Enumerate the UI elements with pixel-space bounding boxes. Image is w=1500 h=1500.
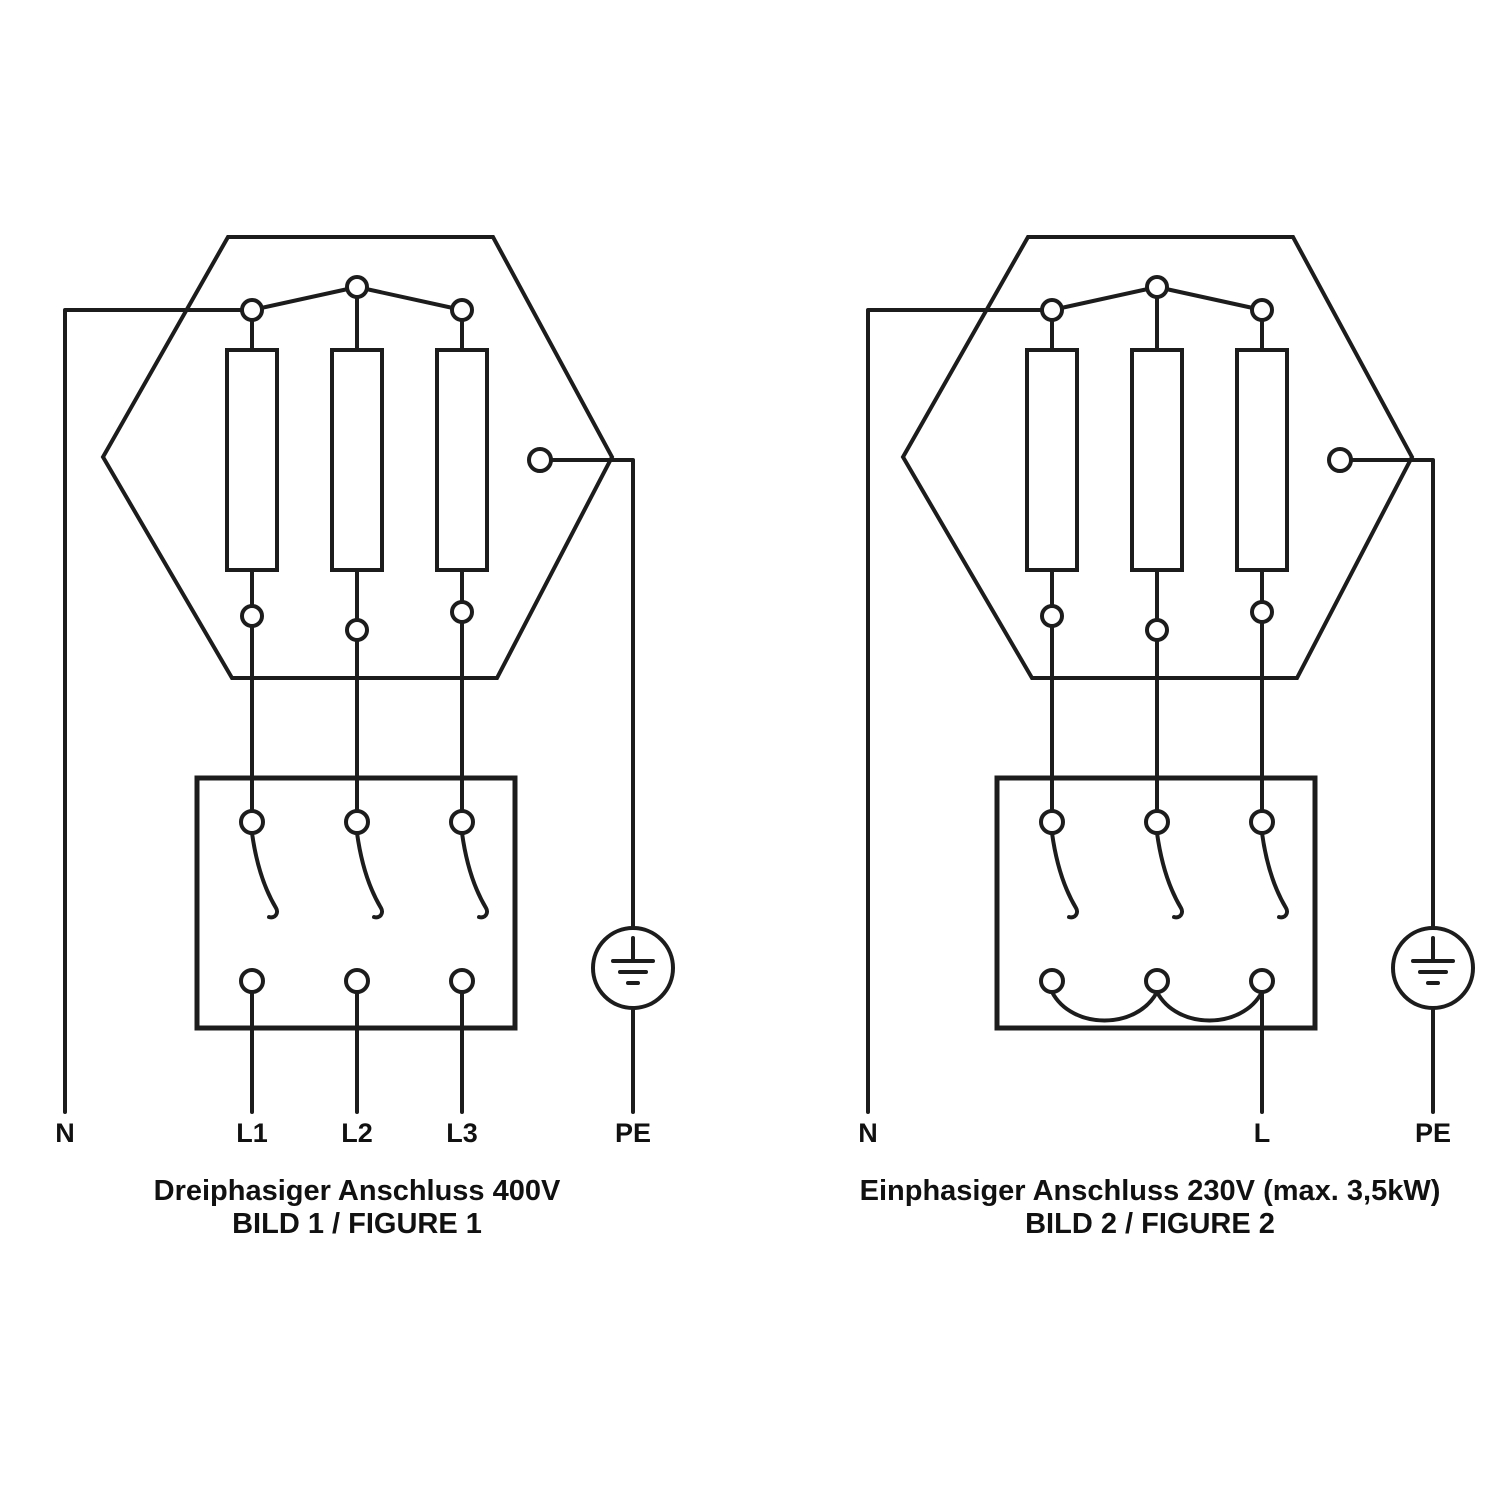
terminal-label-l: L <box>1254 1118 1271 1148</box>
terminal-bottom-2 <box>1145 618 1169 642</box>
box-terminal-bottom-2 <box>344 968 370 994</box>
figure-1-three-phase-diagram: N L1 L2 L3 PE Dreiphasiger Anschluss 400… <box>55 235 675 1240</box>
jumper-bridge-2 <box>1155 990 1264 1023</box>
box-terminal-top-1 <box>1039 809 1065 835</box>
switch-blade-3 <box>460 831 490 920</box>
figure2-caption-line2: BILD 2 / FIGURE 2 <box>1025 1208 1275 1240</box>
heating-element-2 <box>330 348 384 572</box>
heating-element-3 <box>1235 348 1289 572</box>
terminal-top-1 <box>1040 298 1064 322</box>
figure2-caption-line1: Einphasiger Anschluss 230V (max. 3,5kW) <box>860 1175 1441 1207</box>
terminal-top-center <box>345 275 369 299</box>
terminal-bottom-3 <box>450 600 474 624</box>
terminal-label-n: N <box>55 1118 75 1148</box>
terminal-pe <box>527 447 553 473</box>
terminal-pe <box>1327 447 1353 473</box>
box-terminal-top-3 <box>1249 809 1275 835</box>
terminal-label-l2: L2 <box>341 1118 373 1148</box>
terminal-bottom-1 <box>1040 604 1064 628</box>
figure1-caption-line1: Dreiphasiger Anschluss 400V <box>154 1175 561 1207</box>
terminal-label-l3: L3 <box>446 1118 478 1148</box>
terminal-label-l1: L1 <box>236 1118 268 1148</box>
wire-neutral <box>866 308 1054 1114</box>
earth-ground-icon <box>591 926 675 1010</box>
switch-blade-1 <box>250 831 280 920</box>
terminal-label-n: N <box>858 1118 878 1148</box>
switch-blade-3 <box>1260 831 1290 920</box>
wire-pe <box>538 458 635 930</box>
heating-element-3 <box>435 348 489 572</box>
terminal-box <box>994 775 1318 1031</box>
figure-2-single-phase-diagram: N L PE Einphasiger Anschluss 230V (max. … <box>858 235 1475 1240</box>
figure1-caption-line2: BILD 1 / FIGURE 1 <box>232 1208 482 1240</box>
terminal-bottom-1 <box>240 604 264 628</box>
terminal-top-3 <box>450 298 474 322</box>
switch-blade-2 <box>355 831 385 920</box>
heating-element-2 <box>1130 348 1184 572</box>
earth-ground-circle <box>591 926 675 1010</box>
switch-blade-1 <box>1050 831 1080 920</box>
terminal-bottom-3 <box>1250 600 1274 624</box>
heating-element-1 <box>225 348 279 572</box>
heater-flange-outline <box>900 235 1415 680</box>
heater-flange-outline <box>100 235 615 680</box>
box-terminal-top-3 <box>449 809 475 835</box>
wire-pe <box>1338 458 1435 930</box>
box-terminal-top-2 <box>344 809 370 835</box>
box-terminal-top-1 <box>239 809 265 835</box>
box-terminal-bottom-3 <box>1249 968 1275 994</box>
box-terminal-bottom-2 <box>1144 968 1170 994</box>
terminal-top-3 <box>1250 298 1274 322</box>
terminal-top-center <box>1145 275 1169 299</box>
terminal-label-pe: PE <box>1415 1118 1451 1148</box>
box-terminal-bottom-1 <box>1039 968 1065 994</box>
earth-ground-icon <box>1391 926 1475 1010</box>
earth-ground-circle <box>1391 926 1475 1010</box>
box-terminal-bottom-3 <box>449 968 475 994</box>
box-terminal-bottom-1 <box>239 968 265 994</box>
wire-neutral <box>63 308 254 1114</box>
heating-element-1 <box>1025 348 1079 572</box>
box-terminal-top-2 <box>1144 809 1170 835</box>
terminal-label-pe: PE <box>615 1118 651 1148</box>
terminal-box <box>194 775 518 1031</box>
switch-blade-2 <box>1155 831 1185 920</box>
jumper-bridge-1 <box>1050 990 1159 1023</box>
terminal-top-1 <box>240 298 264 322</box>
terminal-bottom-2 <box>345 618 369 642</box>
